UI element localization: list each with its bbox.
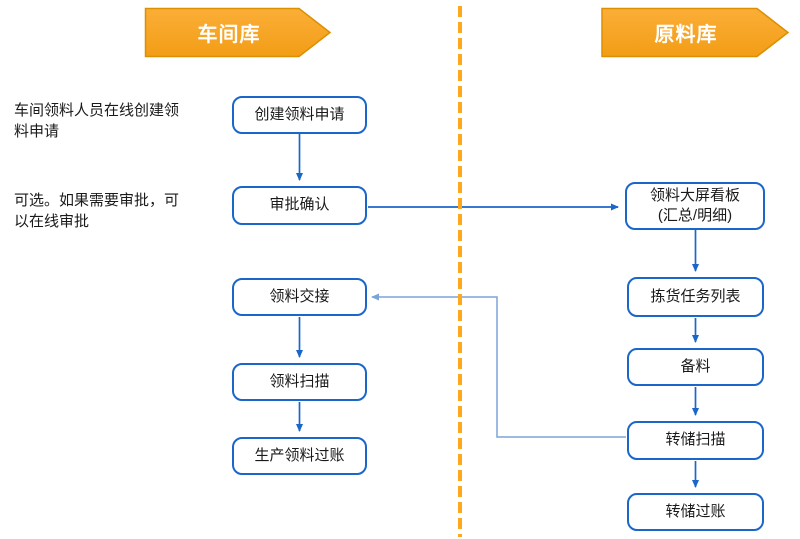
node-transfer-posting: 转储过账 bbox=[627, 493, 764, 531]
node-label-line2: (汇总/明细) bbox=[657, 207, 733, 224]
node-label: 创建领料申请 bbox=[254, 105, 345, 123]
node-label: 拣货任务列表 bbox=[650, 287, 741, 305]
node-label: 领料交接 bbox=[269, 287, 330, 305]
node-label-line1: 领料大屏看板 bbox=[649, 186, 740, 204]
workshop-banner-shape bbox=[144, 7, 332, 58]
node-production-posting: 生产领料过账 bbox=[232, 437, 367, 475]
lane-title-workshop: 车间库 bbox=[197, 24, 261, 46]
node-transfer-scan: 转储扫描 bbox=[627, 421, 764, 460]
node-label: 备料 bbox=[680, 357, 711, 375]
node-label: 生产领料过账 bbox=[254, 446, 345, 464]
lane-title-raw-material: 原料库 bbox=[654, 24, 718, 46]
note-approval-optional: 可选。如果需要审批，可以在线审批 bbox=[14, 192, 180, 230]
node-label: 转储扫描 bbox=[665, 431, 726, 449]
edge-transfer-scan-to-handover bbox=[371, 293, 626, 438]
note-create-request: 车间领料人员在线创建领料申请 bbox=[14, 102, 180, 140]
node-material-scan: 领料扫描 bbox=[232, 363, 367, 401]
node-approval-confirm: 审批确认 bbox=[232, 186, 367, 225]
node-label: 领料扫描 bbox=[269, 372, 330, 390]
node-material-handover: 领料交接 bbox=[232, 278, 367, 316]
raw-material-banner-shape bbox=[601, 7, 790, 58]
node-material-prepare: 备料 bbox=[627, 348, 764, 386]
node-create-request: 创建领料申请 bbox=[232, 96, 367, 134]
node-label: 转储过账 bbox=[665, 502, 726, 520]
node-material-dashboard: 领料大屏看板 (汇总/明细) bbox=[625, 182, 765, 230]
node-label: 审批确认 bbox=[269, 196, 330, 214]
node-picking-task-list: 拣货任务列表 bbox=[627, 277, 764, 317]
lane-divider bbox=[458, 6, 462, 537]
